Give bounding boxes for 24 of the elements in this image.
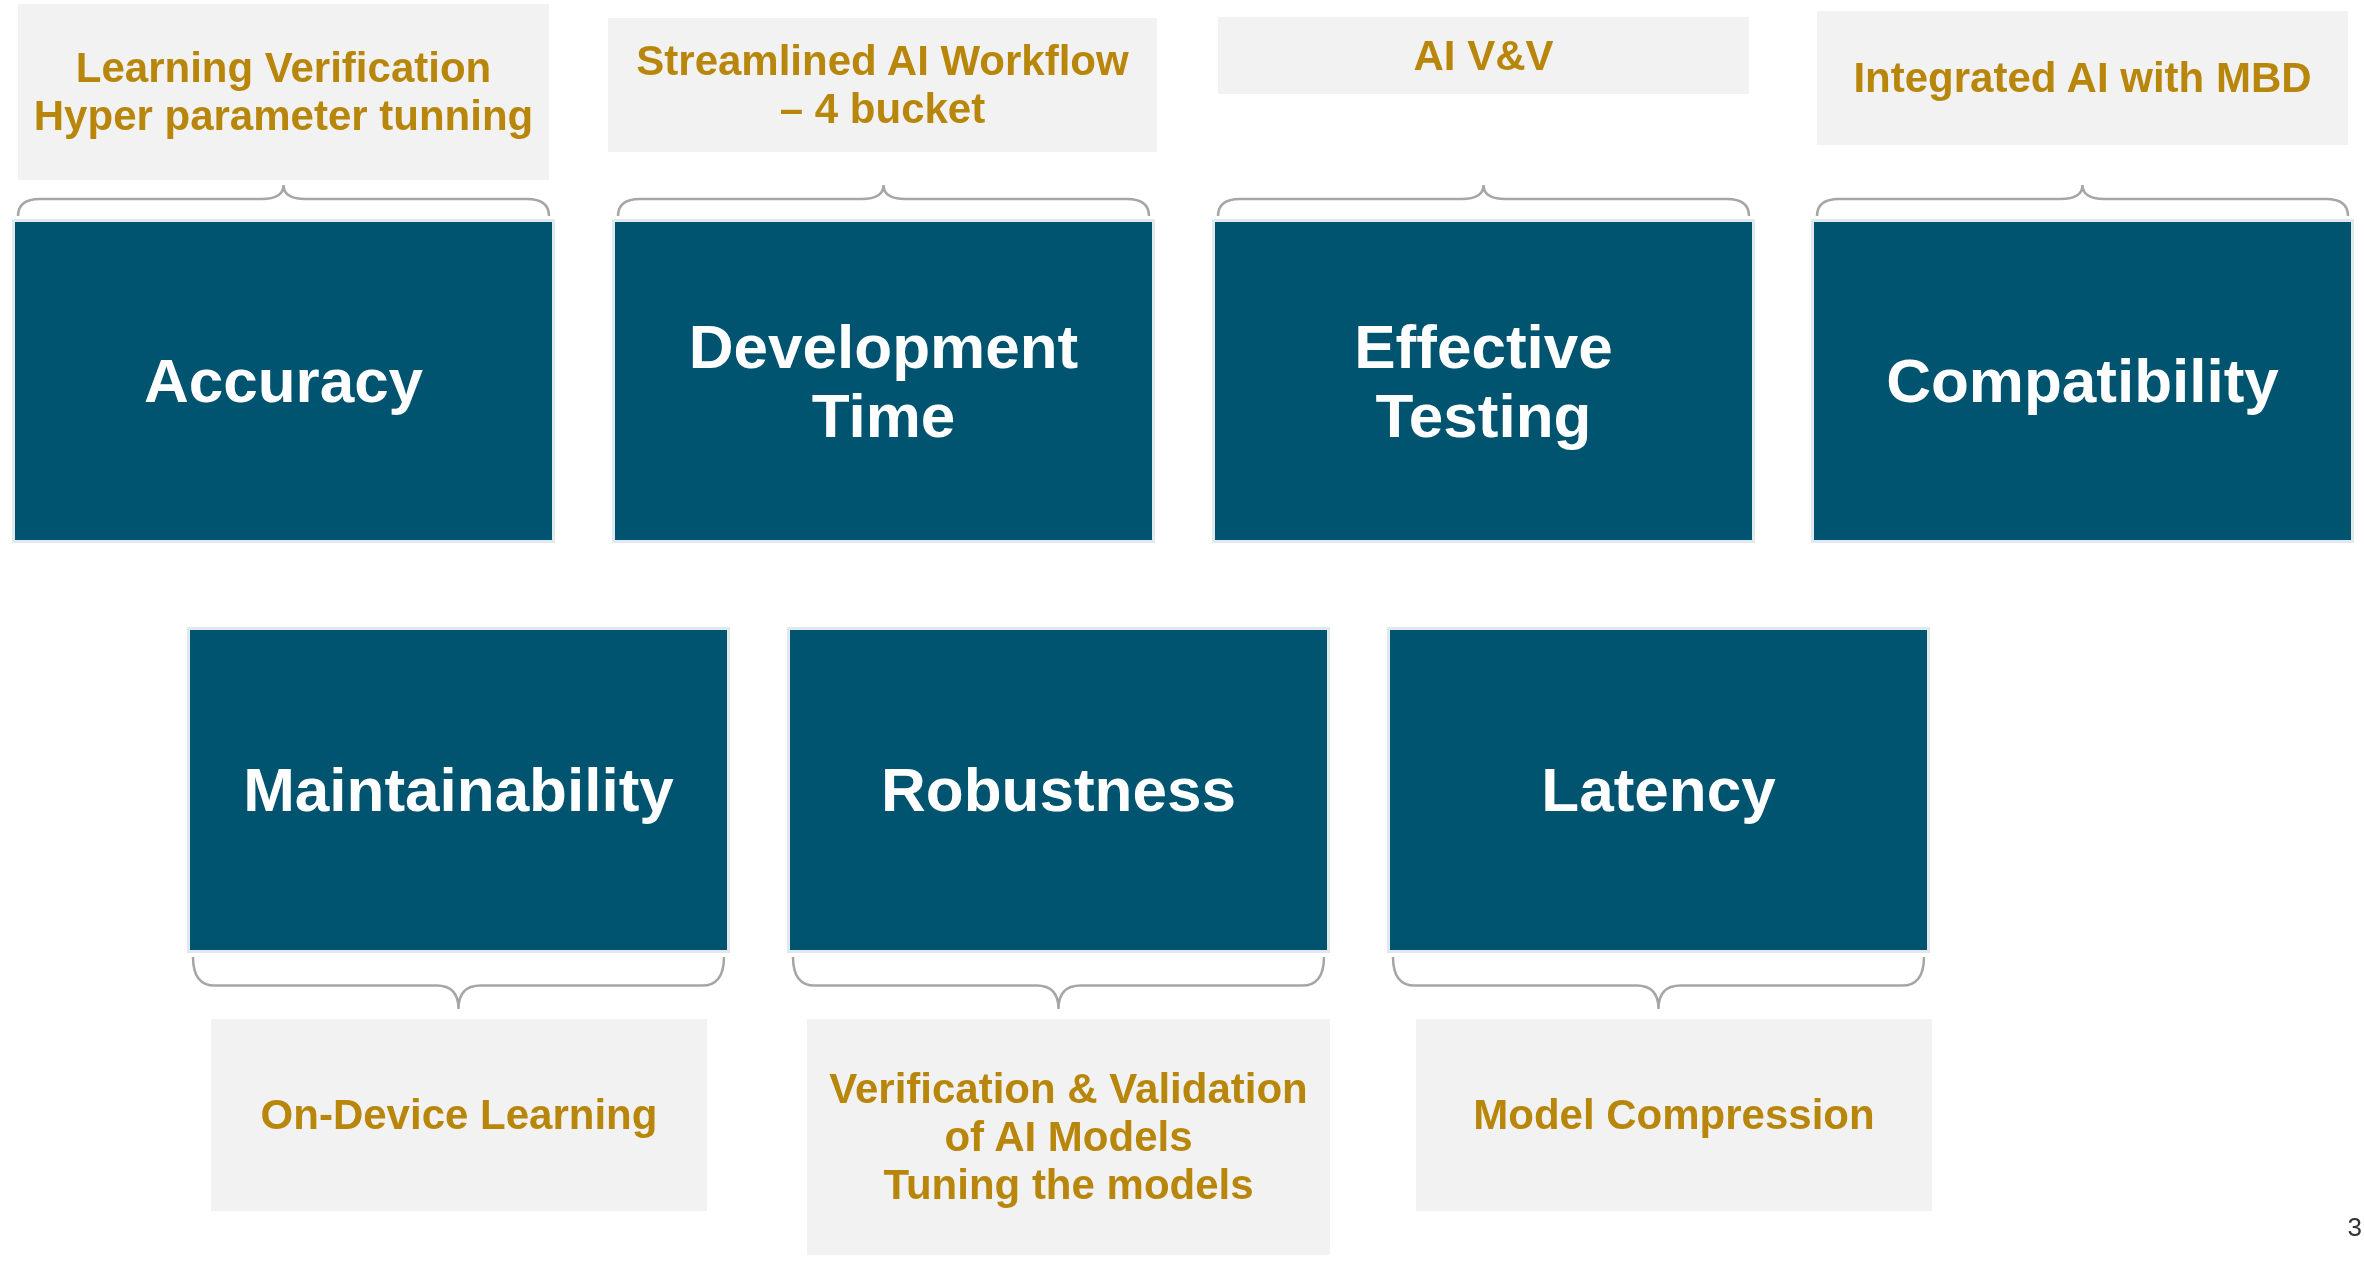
note-text: Learning Verification bbox=[75, 44, 492, 92]
note-text: On-Device Learning bbox=[260, 1091, 658, 1139]
quality-title: Compatibility bbox=[1886, 346, 2279, 416]
quality-box bbox=[787, 627, 1330, 953]
quality-box bbox=[1212, 219, 1755, 543]
quality-box bbox=[1387, 627, 1930, 953]
note-text: Integrated AI with MBD bbox=[1853, 54, 2312, 102]
quality-title: Maintainability bbox=[243, 755, 674, 825]
quality-title: Accuracy bbox=[143, 346, 424, 416]
quality-title: Robustness bbox=[881, 755, 1236, 825]
note-text: Model Compression bbox=[1473, 1091, 1875, 1139]
quality-title: Latency bbox=[1541, 755, 1776, 825]
quality-box bbox=[612, 219, 1155, 543]
note-text: Tuning the models bbox=[883, 1160, 1254, 1209]
note-text: AI V&V bbox=[1413, 31, 1554, 80]
note-text: Streamlined AI Workflow – 4 bucket bbox=[635, 37, 1130, 133]
quality-box bbox=[12, 219, 555, 543]
quality-title: Effective Testing bbox=[1353, 311, 1614, 451]
note-text: Verification & Validation of AI Models bbox=[828, 1065, 1309, 1161]
note-text: Hyper parameter tunning bbox=[33, 92, 534, 140]
quality-box bbox=[187, 627, 730, 953]
page-number: 3 bbox=[2347, 1212, 2362, 1243]
quality-title: Development Time bbox=[687, 311, 1080, 451]
quality-box bbox=[1811, 219, 2354, 543]
